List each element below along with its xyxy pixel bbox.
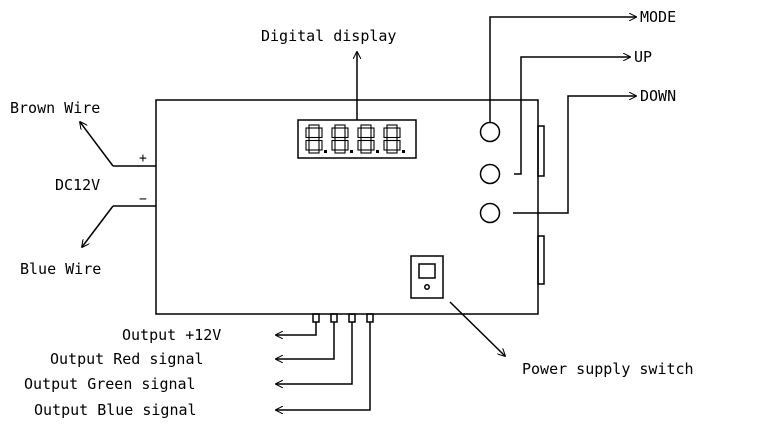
digit-segment: [383, 139, 388, 151]
output-pin-red: [330, 313, 338, 323]
output-blue-label: Output Blue signal: [34, 401, 197, 419]
output-12v-leader: [276, 322, 317, 335]
digit-segment: [370, 139, 375, 151]
digit-segment: [344, 127, 349, 139]
digit-segment: [370, 127, 375, 139]
output-12v-label: Output +12V: [122, 326, 221, 344]
decimal-point: [324, 150, 327, 153]
digit-segment: [360, 136, 372, 142]
display-digits: [305, 124, 405, 154]
display-digit: [357, 124, 379, 154]
digit-segment: [331, 139, 336, 151]
up-label: UP: [634, 48, 652, 66]
digit-segment: [308, 136, 320, 142]
power-switch: [410, 255, 444, 299]
blue-wire-label: Blue Wire: [20, 260, 101, 278]
display-digit: [305, 124, 327, 154]
digit-segment: [396, 139, 401, 151]
output-pin-green: [348, 313, 356, 323]
down-button: [479, 202, 501, 224]
digit-segment: [386, 149, 398, 154]
minus-sign: −: [139, 192, 147, 207]
output-blue-leader: [276, 322, 371, 410]
digit-segment: [360, 149, 372, 154]
digit-segment: [334, 124, 346, 129]
digit-segment: [383, 127, 388, 139]
output-green-leader: [276, 322, 353, 384]
mode-label: MODE: [640, 8, 676, 26]
power-switch-label: Power supply switch: [522, 360, 694, 378]
digit-segment: [344, 139, 349, 151]
decimal-point: [376, 150, 379, 153]
controller-body: [155, 99, 539, 315]
mode-leader: [489, 17, 636, 122]
up-button: [479, 163, 501, 185]
decimal-point: [350, 150, 353, 153]
side-tab-lower: [537, 235, 545, 285]
digit-segment: [308, 124, 320, 129]
display-digit: [383, 124, 405, 154]
decimal-point: [402, 150, 405, 153]
digit-segment: [334, 136, 346, 142]
output-pin-12v: [312, 313, 320, 323]
digit-segment: [308, 149, 320, 154]
mode-button: [479, 121, 501, 143]
digit-segment: [305, 139, 310, 151]
digital-display-label: Digital display: [261, 27, 396, 45]
brown-wire-arrow: [80, 122, 114, 167]
output-pin-blue: [366, 313, 374, 323]
down-label: DOWN: [640, 87, 676, 105]
output-red-label: Output Red signal: [50, 350, 204, 368]
output-red-leader: [276, 322, 335, 359]
power-switch-leader: [449, 301, 505, 356]
digit-segment: [318, 127, 323, 139]
dc12v-label: DC12V: [55, 176, 100, 194]
digit-segment: [357, 139, 362, 151]
digit-segment: [318, 139, 323, 151]
down-leader: [513, 96, 636, 214]
plus-sign: +: [139, 151, 147, 166]
digit-segment: [334, 149, 346, 154]
side-tab-upper: [537, 125, 545, 177]
digit-segment: [331, 127, 336, 139]
up-leader: [514, 57, 630, 175]
digit-segment: [360, 124, 372, 129]
digit-segment: [396, 127, 401, 139]
brown-wire-label: Brown Wire: [10, 99, 100, 117]
display-digit: [331, 124, 353, 154]
digit-segment: [357, 127, 362, 139]
digital-display: [297, 119, 417, 159]
output-green-label: Output Green signal: [24, 375, 196, 393]
digit-segment: [386, 124, 398, 129]
digit-segment: [305, 127, 310, 139]
digit-segment: [386, 136, 398, 142]
blue-wire-arrow: [82, 205, 114, 247]
